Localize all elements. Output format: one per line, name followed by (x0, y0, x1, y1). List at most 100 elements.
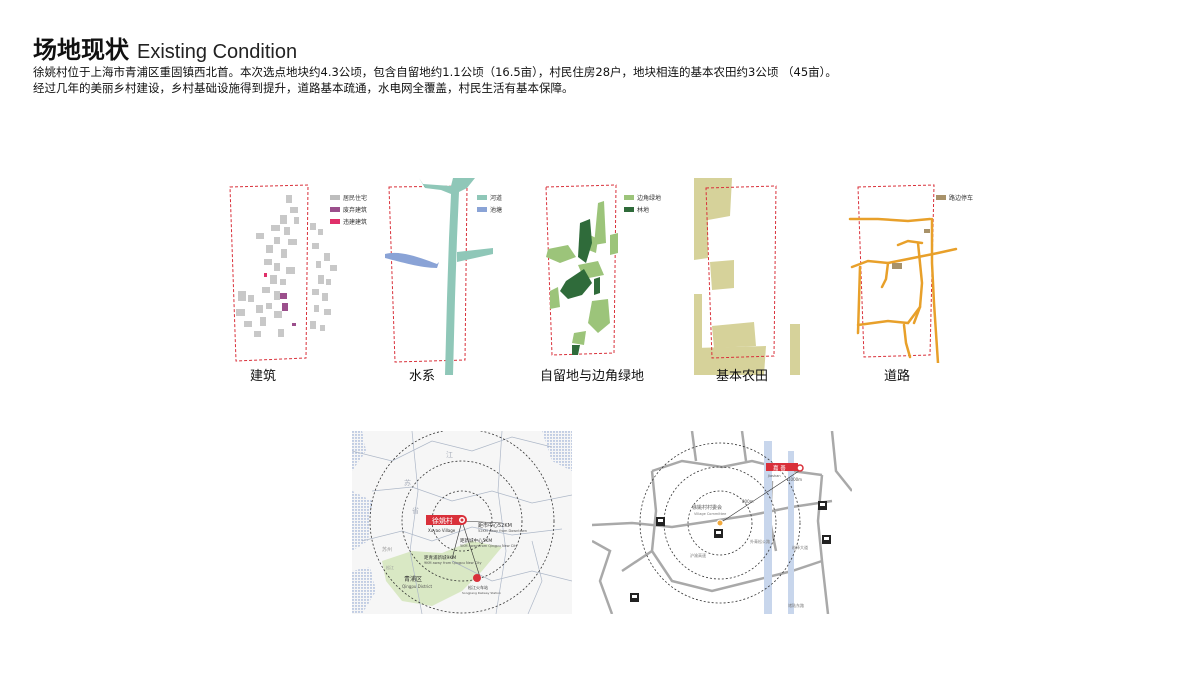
farmland-areas (694, 178, 800, 375)
legend-label: 路边停车 (949, 195, 974, 202)
station-label-bg (766, 463, 798, 471)
title-chinese: 场地现状 (33, 36, 129, 64)
committee-marker (716, 519, 724, 527)
distance-line-3 (461, 520, 481, 578)
panel-farmland: 基本农田 (694, 178, 804, 384)
station-label: 嘉 善 (773, 464, 786, 472)
station-label-en: Jiashan (767, 474, 781, 478)
green-legend: 边角绿地 林地 (624, 193, 661, 217)
legend-swatch (624, 195, 634, 200)
legend-swatch (330, 207, 340, 212)
legend-swatch (624, 207, 634, 212)
distance-label-1: 距市中心52KM (478, 522, 512, 529)
legend-label: 废弃建筑 (343, 207, 368, 214)
panel-label-roads: 道路 (884, 369, 911, 384)
legend-swatch (477, 195, 487, 200)
legend-label: 居民住宅 (343, 195, 368, 202)
legend-swatch (330, 219, 340, 224)
panel-buildings: 居民住宅 废弃建筑 违建建筑 建筑 (226, 183, 371, 384)
woodland (560, 219, 600, 355)
village-label-bg (426, 515, 462, 525)
legend-label: 河道 (490, 195, 503, 202)
abandoned-building-small (292, 323, 296, 326)
panel-label-green: 自留地与边角绿地 (540, 369, 645, 384)
radius-rings (639, 442, 801, 604)
district-label-en: Qingpu District (402, 584, 432, 589)
railway-label: 松江火车站 (468, 584, 488, 590)
map-local: 徐姚村村委会 Village Committee 800m 1000m 嘉 善 … (592, 431, 852, 614)
roadside-parking-2 (924, 229, 930, 233)
district-label: 青浦区 (404, 575, 422, 583)
distance-label-2-en: 5KM away from Qingpu New City (460, 544, 518, 548)
roads-legend: 路边停车 (936, 193, 973, 205)
panel-label-farmland: 基本农田 (716, 369, 769, 384)
description-line-2: 经过几年的美丽乡村建设，乡村基础设施得到提升，道路基本疏通，水电网全覆盖，村民生… (33, 81, 574, 95)
admin-boundaries (352, 431, 572, 614)
road-label-4: 诸陆东路 (788, 602, 804, 608)
distance-label-a: 800m (742, 499, 754, 504)
legend-label: 池塘 (490, 207, 503, 214)
water-legend: 河道 池塘 (477, 193, 502, 217)
distance-line-2 (451, 520, 463, 560)
river (419, 178, 475, 375)
site-boundary (229, 184, 309, 362)
description: 徐姚村位于上海市青浦区重固镇西北首。本次选点地块约4.3公顷，包含自留地约1.1… (33, 64, 837, 96)
region-label-4: 苏州 (382, 546, 392, 553)
residential-buildings (236, 195, 337, 337)
pond (385, 252, 439, 268)
roadside-parking (892, 263, 902, 269)
farmland-diagram (694, 178, 800, 375)
region-label-2: 苏 (404, 478, 411, 487)
site-boundary (857, 184, 935, 358)
lake-area (352, 431, 366, 471)
sea-area (542, 431, 572, 471)
road-label-1: 沪渝高速 (690, 552, 706, 558)
distance-label-1-en: 52KM away from Downtown (478, 529, 527, 533)
road-label-3: 外青松公路 (750, 538, 770, 544)
bus-stop-icons (630, 501, 831, 602)
roads-diagram (848, 184, 958, 365)
committee-label: 徐姚村村委会 (692, 504, 722, 511)
regional-map-svg: 徐姚村 Xuyao Village 距市中心52KM 52KM away fro… (352, 431, 572, 614)
lake-area-2 (352, 491, 372, 551)
local-map-svg: 徐姚村村委会 Village Committee 800m 1000m 嘉 善 … (592, 431, 852, 614)
page-title: 场地现状 Existing Condition (33, 30, 297, 65)
distance-label-3-en: 9KM away from Qingpu New City (424, 561, 482, 565)
canal (764, 441, 772, 614)
lake-area-3 (352, 567, 376, 614)
legend-swatch (936, 195, 946, 200)
road-label-2: 崧泽大道 (792, 544, 808, 550)
region-label-3: 省 (412, 506, 419, 515)
illegal-building (264, 273, 267, 277)
radius-rings (369, 431, 555, 614)
river-branch (457, 248, 493, 262)
legend-label: 林地 (637, 207, 650, 214)
panel-roads: 路边停车 道路 (848, 183, 988, 384)
buildings-diagram (229, 184, 337, 362)
buildings-legend: 居民住宅 废弃建筑 违建建筑 (330, 193, 367, 229)
panel-label-buildings: 建筑 (250, 369, 277, 384)
panel-label-water: 水系 (409, 369, 436, 384)
village-label-en: Xuyao Village (428, 528, 456, 533)
legend-label: 边角绿地 (637, 195, 662, 202)
distance-line (719, 468, 803, 524)
legend-swatch (330, 195, 340, 200)
legend-label: 违建建筑 (343, 219, 368, 226)
description-line-1: 徐姚村位于上海市青浦区重固镇西北首。本次选点地块约4.3公顷，包含自留地约1.1… (33, 65, 837, 79)
station-marker (796, 464, 804, 472)
panel-water: 河道 池塘 水系 (381, 178, 511, 384)
title-english: Existing Condition (137, 41, 298, 63)
distance-label-3: 距青浦新城9KM (424, 554, 456, 561)
map-regional: 徐姚村 Xuyao Village 距市中心52KM 52KM away fro… (352, 431, 572, 614)
canal-2 (788, 451, 794, 614)
distance-label-2: 距新城中心5KM (460, 537, 492, 544)
green-diagram (545, 184, 618, 356)
legend-swatch (477, 207, 487, 212)
roads (848, 217, 958, 365)
panel-green: 边角绿地 林地 自留地与边角绿地 (538, 183, 678, 384)
distance-label-b: 1000m (788, 477, 802, 482)
abandoned-buildings (280, 293, 288, 311)
railway-label-en: Songjiang Railway Station (462, 591, 501, 595)
qingpu-district (382, 541, 502, 606)
region-label-1: 江 (446, 451, 453, 459)
